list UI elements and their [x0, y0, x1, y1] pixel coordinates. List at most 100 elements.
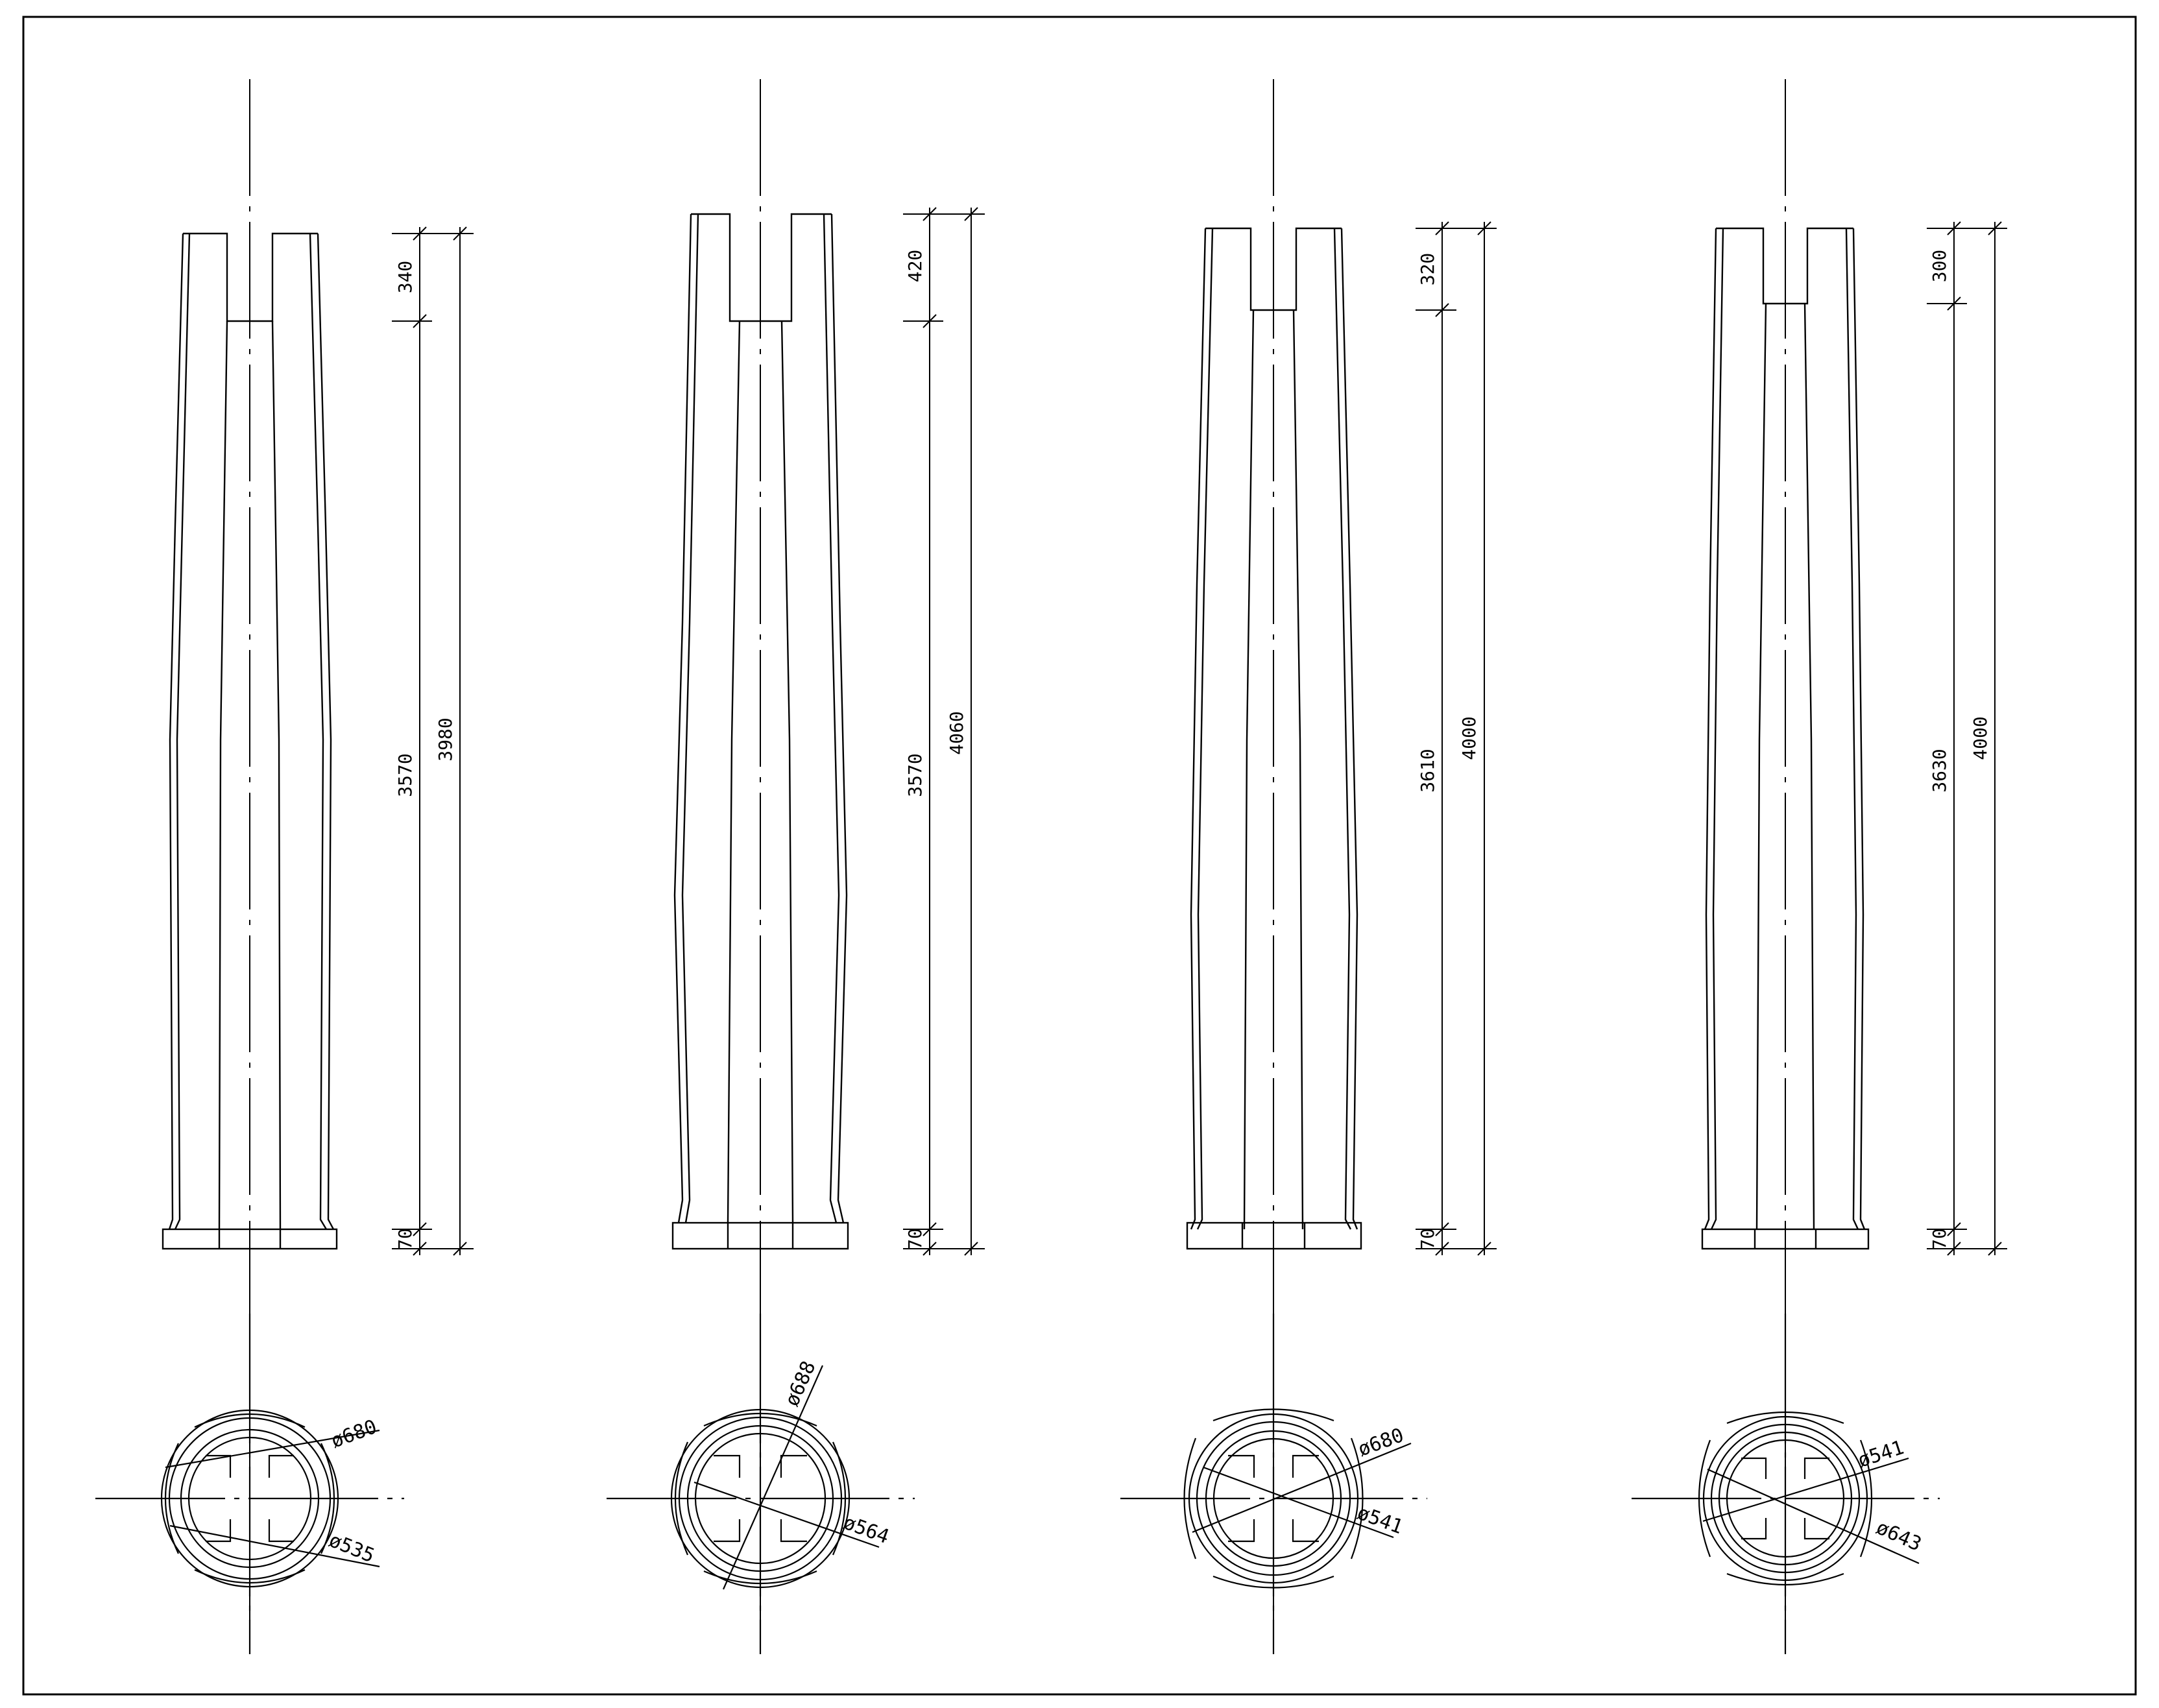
dim-base: 70 — [904, 1228, 926, 1250]
flute-lobe — [1212, 1575, 1334, 1589]
column-1: 340 3570 70 3980 ø680 ø535 — [95, 79, 474, 1654]
shaft-outline-left — [1704, 228, 1717, 1230]
dim-top: 320 — [1417, 253, 1438, 286]
tick — [1988, 221, 2002, 235]
tick — [923, 314, 937, 328]
tick — [1477, 221, 1491, 235]
drawing-border — [22, 16, 2137, 1696]
tick — [1435, 303, 1449, 317]
shaft-outline-right — [1852, 228, 1866, 1230]
tick — [1988, 1242, 2002, 1256]
column-3-section — [1120, 1314, 1427, 1654]
section-inner-label: ø541 — [1354, 1502, 1406, 1539]
section-inner-ring — [1205, 1430, 1342, 1567]
base-plinth — [1186, 1221, 1362, 1250]
shaft-inner-right — [309, 233, 328, 1230]
quadrant-notch — [1803, 1457, 1829, 1479]
tick — [1947, 1222, 1961, 1236]
tick — [1947, 1242, 1961, 1256]
dim-top: 340 — [394, 261, 416, 294]
section-outer-ring-inner — [678, 1416, 843, 1581]
quadrant-notch — [1228, 1519, 1255, 1543]
shaft-inner-left — [681, 213, 699, 1223]
quadrant-notch — [1228, 1454, 1255, 1478]
flute-lobe — [320, 1443, 335, 1554]
quadrant-notch — [780, 1454, 807, 1478]
flute-lobe — [194, 1569, 306, 1584]
section-outer-ring — [1702, 1415, 1868, 1582]
dim-overall: 4000 — [1970, 716, 1991, 760]
quadrant-notch — [1803, 1518, 1829, 1540]
flute-left — [218, 320, 228, 1230]
section-outer-ring — [670, 1408, 850, 1589]
section-outer-ring — [1188, 1413, 1359, 1584]
flute-lobe — [1212, 1408, 1334, 1422]
shaft-outline-right — [1340, 228, 1358, 1230]
leader-inner — [1707, 1468, 1920, 1565]
tick — [1477, 1242, 1491, 1256]
section-inner-ring — [180, 1428, 320, 1569]
quadrant-notch — [714, 1454, 741, 1478]
tick — [1435, 221, 1449, 235]
tick — [923, 1242, 937, 1256]
flute-lobe — [1859, 1439, 1873, 1558]
section-outer-label: ø680 — [328, 1415, 380, 1453]
dim-top: 420 — [904, 250, 926, 283]
dim-overall: 4060 — [946, 711, 967, 754]
shaft-inner-right — [1333, 228, 1352, 1230]
section-inner-label: ø643 — [1873, 1516, 1925, 1556]
column-3-dimensions — [1416, 221, 1497, 1256]
dim-overall: 4000 — [1458, 716, 1480, 760]
column-1-section — [95, 1314, 404, 1654]
flute-lobe — [164, 1443, 179, 1554]
section-outer-ring-inner — [168, 1417, 332, 1580]
quadrant-notch — [1292, 1454, 1319, 1478]
top-slot — [183, 232, 318, 322]
flute-left — [1755, 303, 1767, 1230]
quadrant-notch — [1741, 1518, 1767, 1540]
column-3: 320 3610 70 4000 ø680 ø541 — [1120, 79, 1497, 1654]
quadrant-notch — [268, 1519, 294, 1543]
quadrant-notch — [1292, 1519, 1319, 1543]
section-inner-ring-inner — [694, 1432, 826, 1565]
leader-outer — [1702, 1457, 1909, 1522]
flute-lobe — [194, 1413, 306, 1428]
flute-left — [1243, 309, 1255, 1230]
section-inner-ring — [1718, 1431, 1853, 1566]
dim-shaft: 3630 — [1929, 749, 1950, 792]
tick — [964, 1242, 978, 1256]
flute-right — [271, 320, 282, 1230]
column-4: 300 3630 70 4000 ø541 ø643 — [1632, 79, 2007, 1654]
dim-shaft: 3610 — [1417, 749, 1438, 792]
shaft-inner-left — [1196, 228, 1214, 1230]
tick — [413, 1222, 427, 1236]
top-slot — [691, 213, 832, 322]
shaft-outline-left — [673, 213, 692, 1223]
shaft-inner-right — [823, 213, 840, 1223]
dim-top: 300 — [1929, 250, 1950, 283]
tick — [453, 226, 467, 241]
column-4-section — [1632, 1314, 1940, 1654]
flute-lobe — [1183, 1437, 1197, 1559]
leader-inner — [169, 1524, 380, 1568]
dim-overall: 3980 — [435, 717, 456, 761]
flute-lobe — [1350, 1437, 1364, 1559]
leader-outer — [1192, 1442, 1412, 1534]
section-inner-ring-inner — [1726, 1439, 1845, 1558]
column-4-dimensions — [1927, 221, 2007, 1256]
shaft-inner-right — [1845, 228, 1859, 1230]
tick — [413, 314, 427, 328]
dim-base: 70 — [394, 1228, 416, 1250]
shaft-outline-right — [830, 213, 848, 1223]
shaft-inner-left — [1710, 228, 1724, 1230]
leader-outer — [722, 1365, 824, 1590]
shaft-inner-left — [174, 233, 191, 1230]
section-inner-ring — [686, 1425, 834, 1572]
dim-shaft: 3570 — [394, 753, 416, 797]
flute-right — [1803, 303, 1815, 1230]
dim-base: 70 — [1417, 1228, 1438, 1250]
base-plinth — [1701, 1228, 1870, 1250]
base-plinth — [162, 1228, 338, 1250]
tick — [923, 207, 937, 221]
